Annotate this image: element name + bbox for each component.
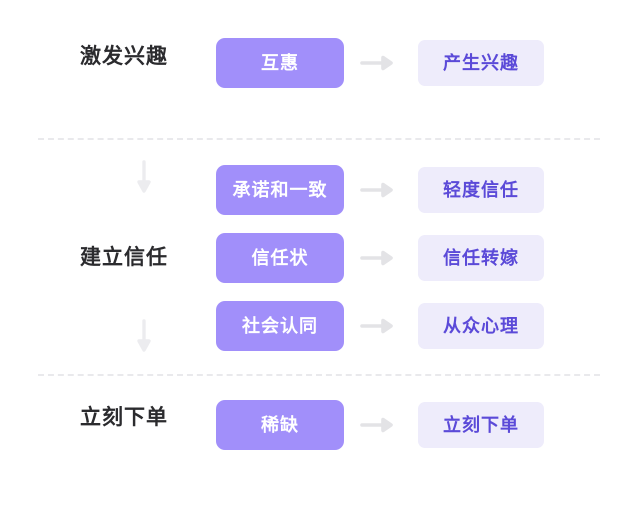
stage-label-0: 激发兴趣 bbox=[80, 45, 168, 68]
technique-chip[interactable]: 互惠 bbox=[216, 38, 344, 88]
arrow-right-icon bbox=[358, 176, 402, 204]
flow-row: 稀缺 立刻下单 bbox=[0, 400, 640, 450]
stage-section-0: 激发兴趣 互惠 产生兴趣 bbox=[0, 28, 640, 132]
stage-section-2: 立刻下单 稀缺 立刻下单 bbox=[0, 382, 640, 484]
outcome-chip[interactable]: 信任转嫁 bbox=[418, 235, 544, 281]
arrow-down-icon bbox=[124, 318, 164, 358]
arrow-right-icon bbox=[358, 411, 402, 439]
stage-divider bbox=[38, 138, 600, 140]
arrow-right-icon bbox=[358, 244, 402, 272]
outcome-chip[interactable]: 轻度信任 bbox=[418, 167, 544, 213]
arrow-right-icon bbox=[358, 49, 402, 77]
stage-divider bbox=[38, 374, 600, 376]
stage-label-2: 立刻下单 bbox=[80, 406, 168, 429]
flow-row: 信任状 信任转嫁 bbox=[0, 233, 640, 283]
outcome-chip[interactable]: 立刻下单 bbox=[418, 402, 544, 448]
technique-chip[interactable]: 稀缺 bbox=[216, 400, 344, 450]
outcome-chip[interactable]: 产生兴趣 bbox=[418, 40, 544, 86]
flow-row: 社会认同 从众心理 bbox=[0, 301, 640, 351]
stage-label-1: 建立信任 bbox=[80, 246, 168, 269]
technique-chip[interactable]: 社会认同 bbox=[216, 301, 344, 351]
flow-row: 互惠 产生兴趣 bbox=[0, 38, 640, 88]
arrow-right-icon bbox=[358, 312, 402, 340]
arrow-down-icon bbox=[124, 159, 164, 199]
stage-section-1: 建立信任 承诺和一致 轻度信任 信任状 bbox=[0, 140, 640, 374]
flow-row: 承诺和一致 轻度信任 bbox=[0, 165, 640, 215]
technique-chip[interactable]: 承诺和一致 bbox=[216, 165, 344, 215]
technique-chip[interactable]: 信任状 bbox=[216, 233, 344, 283]
outcome-chip[interactable]: 从众心理 bbox=[418, 303, 544, 349]
